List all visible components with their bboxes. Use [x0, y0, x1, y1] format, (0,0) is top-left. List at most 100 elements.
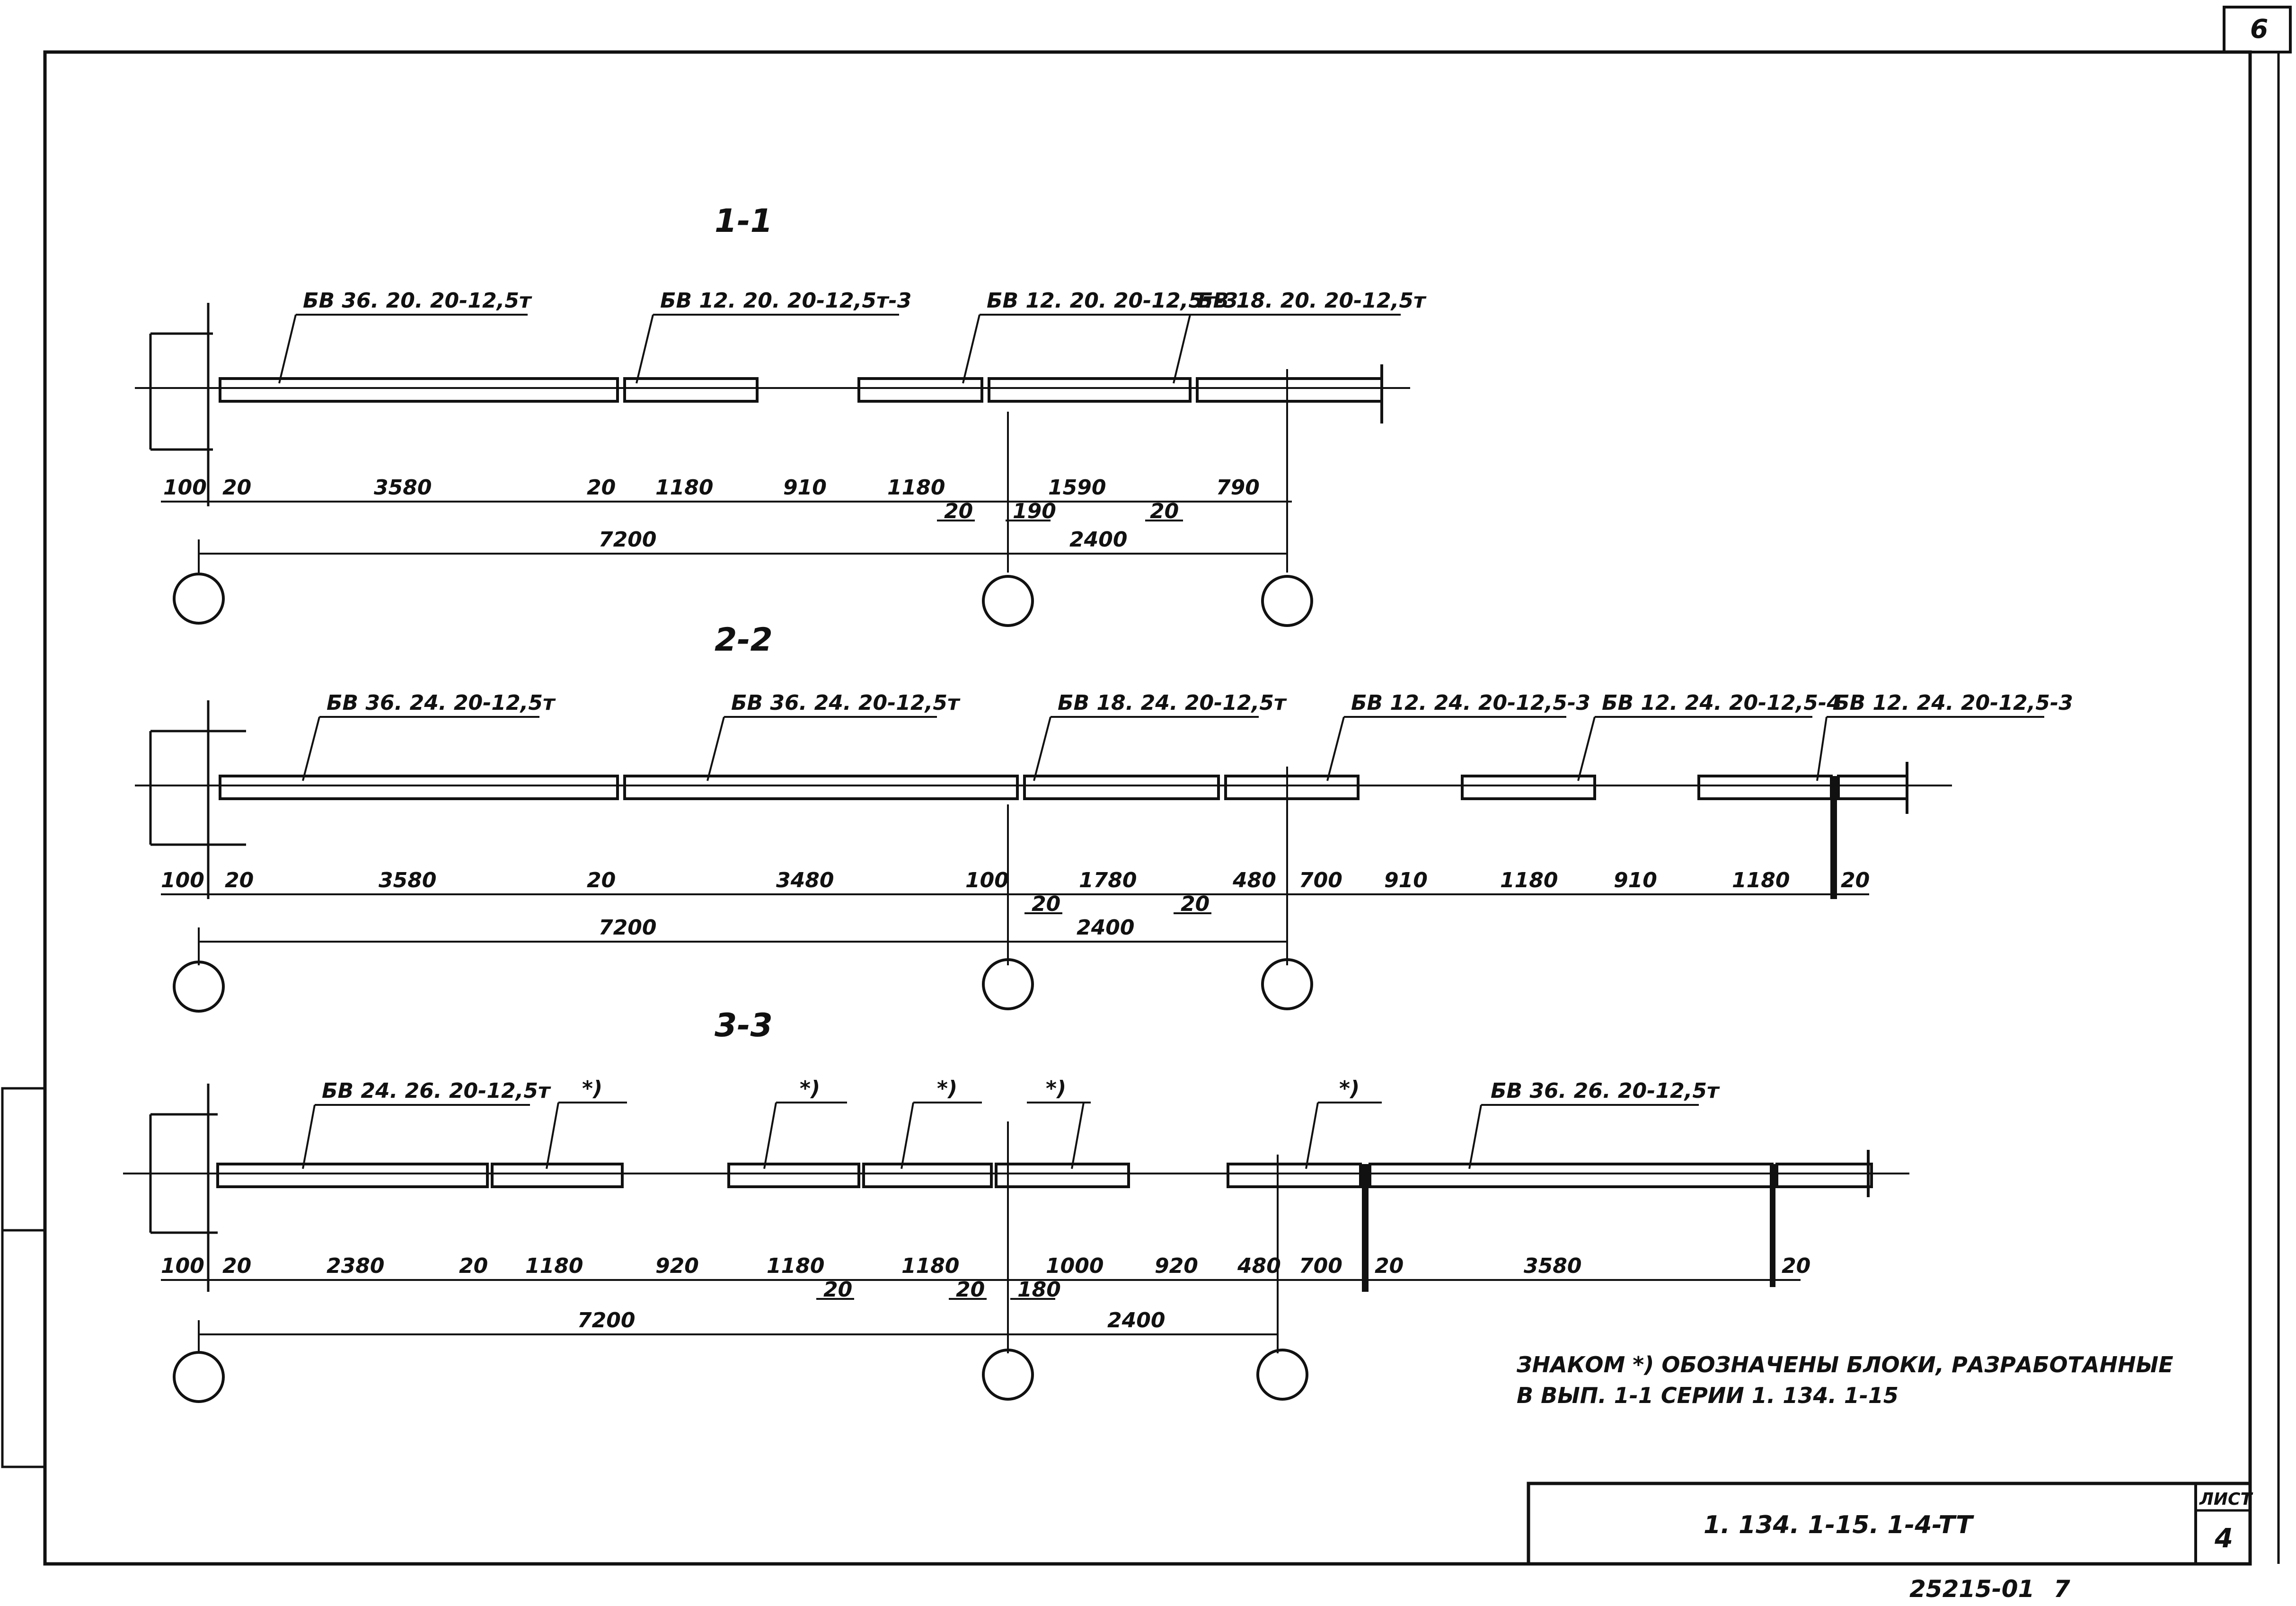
dim-sub: 20	[944, 499, 973, 523]
block	[491, 1163, 624, 1188]
grid-axis-marker	[982, 958, 1034, 1010]
corner-tag-box	[2223, 6, 2292, 53]
dim: 920	[1155, 1254, 1198, 1278]
grid-axis-marker	[1261, 575, 1313, 627]
dim: 20	[587, 868, 616, 892]
grid-axis-marker	[982, 1349, 1034, 1401]
dim: 100	[965, 868, 1009, 892]
block-label: БВ 12. 20. 20-12,5т-3	[987, 289, 1238, 313]
dim: 20	[1841, 868, 1870, 892]
dim: 20	[1782, 1254, 1810, 1278]
dim: 700	[1299, 1254, 1342, 1278]
dim-sub: 20	[956, 1278, 985, 1302]
dim: 20	[459, 1254, 488, 1278]
dim: 1780	[1079, 868, 1137, 892]
dim: 1180	[1500, 868, 1558, 892]
grid-axis-marker	[173, 961, 225, 1013]
block-label: БВ 18. 24. 20-12,5т	[1058, 691, 1287, 715]
block-label: *)	[800, 1077, 820, 1101]
dim: 3580	[374, 476, 432, 500]
dim: 3580	[1524, 1254, 1581, 1278]
block-label: *)	[1046, 1077, 1066, 1101]
grid-axis-marker	[173, 1351, 225, 1403]
dim: 1180	[525, 1254, 583, 1278]
dim: 1180	[887, 476, 945, 500]
block	[1775, 1163, 1873, 1188]
dim-sub: 20	[1150, 499, 1179, 523]
block	[219, 377, 619, 403]
block	[1697, 775, 1833, 800]
dim: 1590	[1048, 476, 1106, 500]
block-label: БВ 36. 20. 20-12,5т	[303, 289, 532, 313]
grid-axis-marker	[1256, 1349, 1308, 1401]
sheet-frame	[43, 50, 2252, 1566]
block	[1023, 775, 1220, 800]
section-3-3: 3-3 БВ 24. 26. 20-12,5т *) *) *) *) *)	[123, 1007, 1909, 1403]
dim-sub: 180	[1017, 1278, 1061, 1302]
dim: 480	[1237, 1254, 1281, 1278]
grid-axis-marker	[982, 575, 1034, 627]
dim-total: 2400	[1077, 916, 1134, 940]
dim-sub: 190	[1013, 499, 1056, 523]
dim: 2380	[327, 1254, 384, 1278]
dim: 1180	[1732, 868, 1790, 892]
dim: 20	[225, 868, 254, 892]
dim-total: 2400	[1107, 1308, 1165, 1332]
block-label: БВ 36. 24. 20-12,5т	[327, 691, 556, 715]
block	[623, 377, 759, 403]
archive-suffix: 7	[2054, 1575, 2070, 1603]
block-label: БВ 12. 20. 20-12,5т-3	[660, 289, 911, 313]
dim: 480	[1232, 868, 1276, 892]
section-title: 3-3	[715, 1007, 773, 1044]
dim: 100	[161, 868, 204, 892]
block-label: *)	[582, 1077, 602, 1101]
dim: 920	[655, 1254, 699, 1278]
block	[988, 377, 1192, 403]
block-label: БВ 12. 24. 20-12,5-4	[1602, 691, 1841, 715]
dim: 1180	[767, 1254, 824, 1278]
dim: 20	[1375, 1254, 1404, 1278]
grid-axis-marker	[1261, 958, 1313, 1010]
block	[1837, 775, 1908, 800]
dim: 20	[222, 1254, 251, 1278]
block-label: БВ 36. 24. 20-12,5т	[731, 691, 961, 715]
block-label: БВ 12. 24. 20-12,5-3	[1834, 691, 2073, 715]
block	[727, 1163, 860, 1188]
dim: 100	[161, 1254, 204, 1278]
dim: 100	[163, 476, 207, 500]
dim: 1180	[655, 476, 713, 500]
drawing-code: 1. 134. 1-15. 1-4-TT	[1704, 1511, 1974, 1539]
dim-total: 7200	[599, 528, 656, 552]
note-line-1: ЗНАКОМ *) ОБОЗНАЧЕНЫ БЛОКИ, РАЗРАБОТАННЫ…	[1516, 1352, 2173, 1377]
dim: 1000	[1046, 1254, 1104, 1278]
dim: 910	[783, 476, 827, 500]
corner-tag: 6	[2250, 14, 2268, 44]
block	[1227, 1163, 1362, 1188]
dim: 20	[587, 476, 616, 500]
sheet-number: 4	[2214, 1523, 2233, 1554]
dim-total: 7200	[599, 916, 656, 940]
block	[1369, 1163, 1774, 1188]
note-line-2: В ВЫП. 1-1 СЕРИИ 1. 134. 1-15	[1517, 1383, 1899, 1408]
grid-axis-marker	[173, 573, 225, 625]
dim-total: 2400	[1069, 528, 1127, 552]
sheet-label: ЛИСТ	[2199, 1490, 2253, 1509]
block	[1461, 775, 1596, 800]
block-label: *)	[1339, 1077, 1360, 1101]
block-label: БВ 36. 26. 20-12,5т	[1491, 1079, 1720, 1103]
dim-sub: 20	[823, 1278, 852, 1302]
block-label: БВ 24. 26. 20-12,5т	[322, 1079, 551, 1103]
dim: 910	[1614, 868, 1657, 892]
section-title: 1-1	[715, 203, 773, 240]
dim: 1180	[901, 1254, 959, 1278]
block	[1224, 775, 1360, 800]
section-2-2: 2-2 БВ 36. 24. 20-12,5т БВ 36. 24. 20-12…	[135, 621, 2073, 1013]
dim: 3580	[379, 868, 436, 892]
block-label: БВ 12. 24. 20-12,5-3	[1351, 691, 1590, 715]
binding-strip	[1, 1087, 46, 1468]
block	[1196, 377, 1383, 403]
dim: 700	[1299, 868, 1342, 892]
block	[216, 1163, 489, 1188]
block	[995, 1163, 1130, 1188]
